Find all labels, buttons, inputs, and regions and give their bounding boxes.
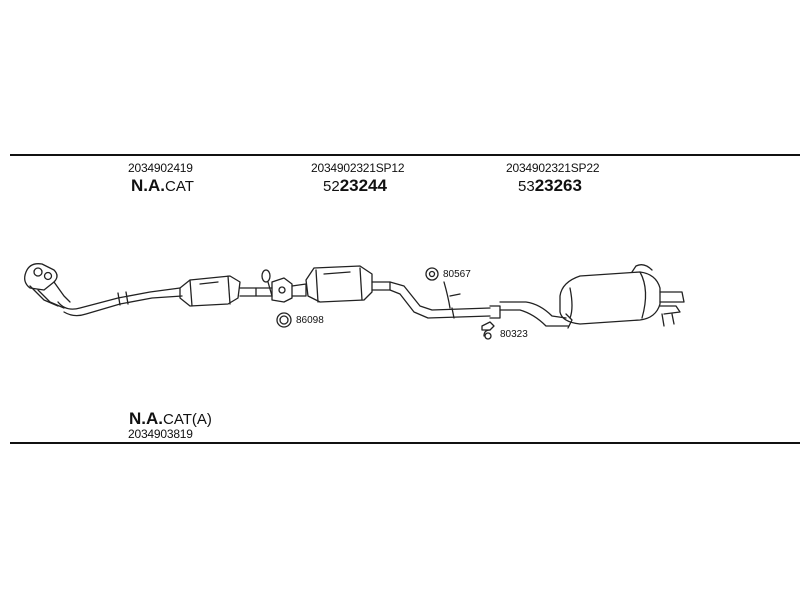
middle-pipe bbox=[389, 281, 501, 319]
header-part-main-3: 23263 bbox=[534, 176, 582, 195]
part-label-clamp: 80567 bbox=[443, 269, 471, 280]
part-label-hanger: 80323 bbox=[500, 329, 528, 340]
header-part-prefix-2: 52 bbox=[323, 178, 340, 195]
header-code-1: 2034902419 bbox=[128, 161, 193, 175]
header-label-1-bold: N.A. bbox=[131, 176, 165, 195]
footer-label-rest: CAT(A) bbox=[163, 411, 212, 428]
hanger-clip-icon bbox=[481, 321, 495, 331]
header-label-1: N.A.CAT bbox=[131, 176, 194, 196]
top-divider bbox=[10, 154, 800, 156]
header-label-1-rest: CAT bbox=[165, 178, 194, 195]
header-part-main-2: 23244 bbox=[339, 176, 387, 195]
rear-silencer bbox=[559, 264, 685, 327]
bottom-divider bbox=[10, 442, 800, 444]
footer-label: N.A.CAT(A) bbox=[129, 409, 212, 429]
part-label-gasket: 86098 bbox=[296, 315, 324, 326]
manifold-flange bbox=[24, 263, 71, 309]
header-part-number-3: 5323263 bbox=[518, 176, 582, 196]
rear-pipe bbox=[499, 301, 573, 329]
header-part-prefix-3: 53 bbox=[518, 178, 535, 195]
footer-label-bold: N.A. bbox=[129, 409, 163, 428]
header-code-2: 2034902321SP12 bbox=[311, 161, 405, 175]
catalytic-converter-2 bbox=[305, 265, 391, 303]
gasket-left-icon bbox=[276, 312, 292, 328]
header-code-3: 2034902321SP22 bbox=[506, 161, 600, 175]
header-part-number-2: 5223244 bbox=[323, 176, 387, 196]
mid-flange bbox=[271, 277, 307, 303]
front-pipe bbox=[57, 287, 183, 317]
intermediate-pipe bbox=[255, 269, 273, 297]
catalytic-converter-1 bbox=[179, 275, 257, 307]
clamp-ring-icon bbox=[425, 267, 439, 281]
footer-code: 2034903819 bbox=[128, 427, 193, 441]
